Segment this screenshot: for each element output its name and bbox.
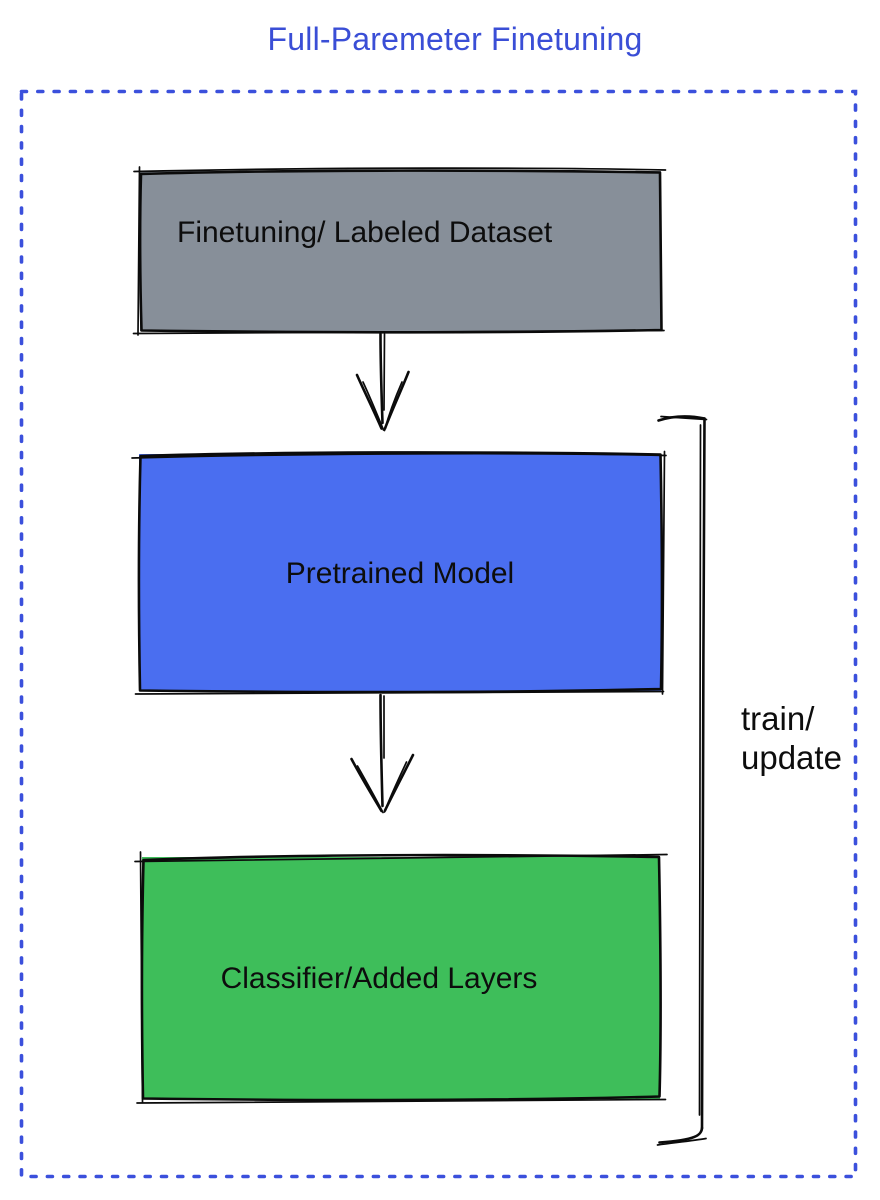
node-fill-pretrained-model <box>139 454 661 691</box>
bracket-label: train/ update <box>741 699 842 777</box>
node-label-classifier-added-layers: Classifier/Added Layers <box>220 962 538 995</box>
diagram-title: Full-Paremeter Finetuning <box>267 21 643 57</box>
dotted-boundary <box>19 89 858 1179</box>
bracket-label-line1: train/ <box>741 700 815 737</box>
node-fill-classifier-added-layers <box>142 857 660 1099</box>
node-fill-finetuning-dataset <box>140 171 661 331</box>
node-outline-pretrained-model <box>131 450 667 695</box>
bracket-label-line2: update <box>741 739 842 776</box>
arrow-pretrained-to-classifier <box>350 693 415 814</box>
train-update-bracket <box>656 415 708 1146</box>
arrow-dataset-to-pretrained <box>355 332 410 432</box>
node-label-finetuning-dataset: Finetuning/ Labeled Dataset <box>177 216 553 249</box>
node-outline-classifier-added-layers <box>134 851 668 1104</box>
node-outline-finetuning-dataset <box>132 166 667 336</box>
node-label-pretrained-model: Pretrained Model <box>285 557 515 590</box>
